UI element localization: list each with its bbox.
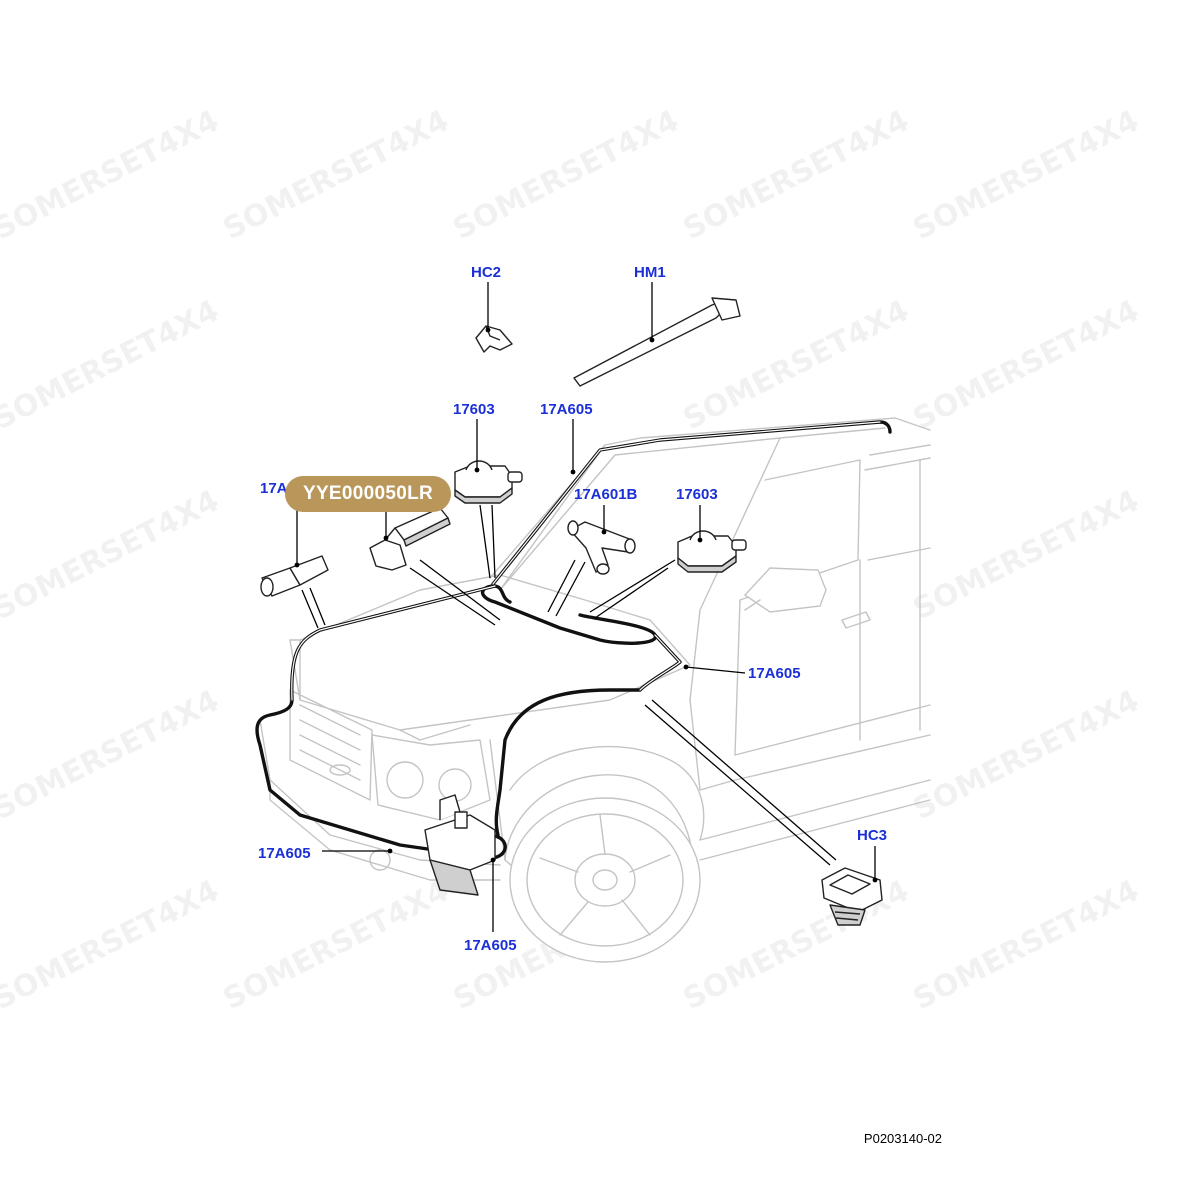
watermark-text: SOMERSET4X4 — [908, 293, 1145, 437]
part-connector-17a601b — [567, 520, 636, 575]
watermark-text: SOMERSET4X4 — [218, 103, 455, 247]
callout-17a605-top[interactable]: 17A605 — [540, 401, 593, 418]
watermark-text: SOMERSET4X4 — [908, 103, 1145, 247]
watermark-text: SOMERSET4X4 — [908, 683, 1145, 827]
highlighted-part-badge[interactable]: YYE000050LR — [285, 476, 451, 512]
callout-labels[interactable]: HC2 HM1 17603 17A605 17A 17A601B 17603 1… — [258, 264, 887, 954]
part-nozzle-17603-right — [677, 530, 747, 573]
watermark-text: SOMERSET4X4 — [678, 103, 915, 247]
watermark-text: SOMERSET4X4 — [0, 683, 225, 827]
part-cable-tie-hm1 — [573, 297, 741, 387]
watermark-text: SOMERSET4X4 — [0, 873, 225, 1017]
part-clip-hc3 — [821, 867, 883, 926]
watermark-text: SOMERSET4X4 — [0, 293, 225, 437]
watermark-text: SOMERSET4X4 — [0, 103, 225, 247]
part-clip-yye000050lr — [369, 507, 451, 571]
watermark-text: SOMERSET4X4 — [908, 873, 1145, 1017]
callout-hc2[interactable]: HC2 — [471, 264, 501, 281]
washer-hose-17a605 — [255, 420, 892, 860]
part-connector-left — [260, 555, 329, 597]
callout-17a605-left[interactable]: 17A605 — [258, 845, 311, 862]
callout-hm1[interactable]: HM1 — [634, 264, 666, 281]
watermark-text: SOMERSET4X4 — [908, 483, 1145, 627]
callout-17a605-right[interactable]: 17A605 — [748, 665, 801, 682]
callout-17a-partial[interactable]: 17A — [260, 480, 288, 497]
callout-17603-top[interactable]: 17603 — [453, 401, 495, 418]
callout-17a601b[interactable]: 17A601B — [574, 486, 638, 503]
part-clip-hc2 — [475, 325, 513, 353]
part-nozzle-17603-top — [454, 460, 523, 504]
watermark-text: SOMERSET4X4 — [448, 103, 685, 247]
figure-code: P0203140-02 — [863, 1131, 942, 1146]
watermark-text: SOMERSET4X4 — [218, 873, 455, 1017]
callout-17a605-bottom[interactable]: 17A605 — [464, 937, 517, 954]
leader-lines — [294, 282, 878, 932]
washer-pump-assembly — [424, 794, 496, 896]
callout-17603-right[interactable]: 17603 — [676, 486, 718, 503]
watermark-text: SOMERSET4X4 — [0, 483, 225, 627]
callout-hc3[interactable]: HC3 — [857, 827, 887, 844]
